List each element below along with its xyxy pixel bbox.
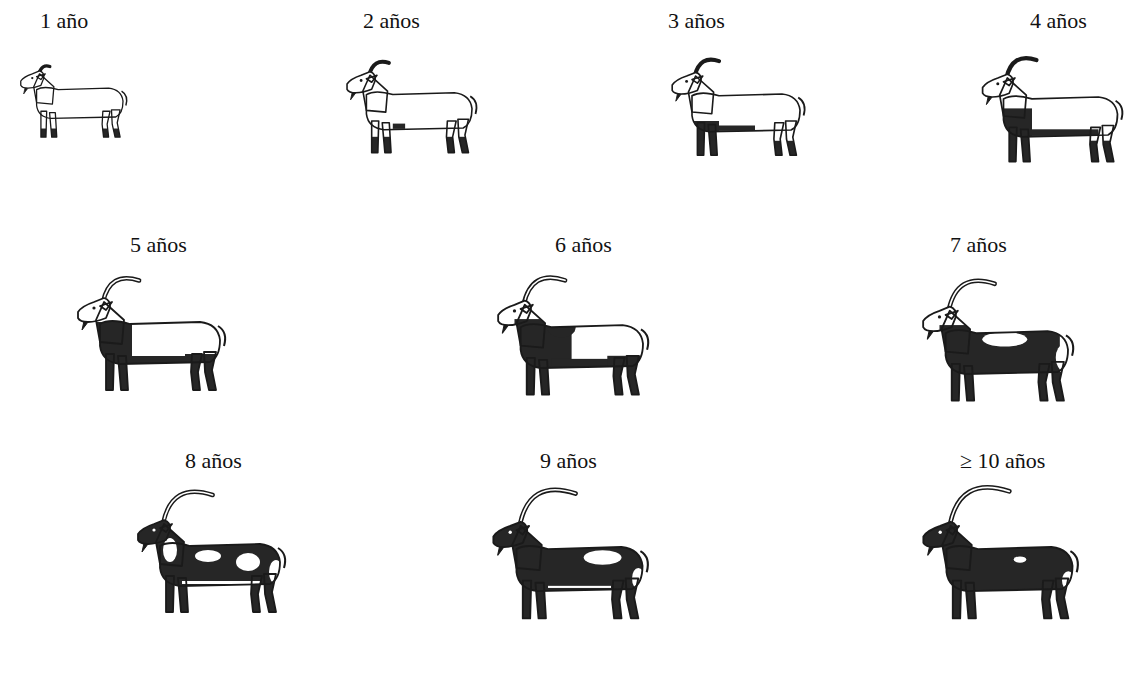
outline [138, 520, 280, 612]
eye [685, 80, 688, 83]
outline [983, 74, 1118, 161]
horn [949, 281, 995, 311]
age-label: 1 año [40, 8, 88, 33]
horn [163, 492, 213, 524]
coat-pattern [70, 322, 230, 402]
eye [31, 77, 33, 79]
age-label: 5 años [130, 232, 187, 257]
eye [938, 315, 941, 318]
ibex-figure [915, 484, 1083, 631]
outline [498, 301, 643, 395]
ibex-figure [915, 281, 1078, 413]
ibex-figure [130, 484, 290, 624]
eye [996, 82, 999, 85]
age-label: 8 años [185, 448, 242, 473]
outline [347, 72, 472, 153]
horn [520, 490, 576, 526]
silhouette [21, 71, 123, 137]
coat-pattern [915, 325, 1078, 413]
ibex-figure [975, 58, 1127, 175]
horn-highlight [524, 278, 565, 305]
eye [939, 531, 942, 534]
coat-pattern [665, 121, 809, 166]
coat-pattern [975, 108, 1127, 175]
age-label: 4 años [1030, 8, 1087, 33]
horn [950, 487, 1010, 526]
silhouette [78, 298, 220, 390]
age-label: 3 años [668, 8, 725, 33]
outline [78, 298, 220, 390]
outline [923, 307, 1068, 401]
eye [152, 528, 155, 531]
eye [92, 306, 95, 309]
eye [509, 531, 512, 534]
ibex-figure [490, 278, 653, 407]
horn-highlight [949, 281, 995, 311]
silhouette [347, 72, 472, 153]
outline [21, 71, 123, 137]
horn [103, 278, 139, 302]
horn-highlight [520, 490, 576, 526]
horn [524, 278, 565, 305]
horn-highlight [103, 278, 139, 302]
horn-highlight [163, 492, 213, 524]
coat-pattern [490, 317, 653, 407]
age-label: 6 años [555, 232, 612, 257]
coat-pattern [485, 484, 653, 631]
silhouette [672, 72, 800, 155]
silhouette [983, 74, 1118, 161]
age-label: 2 años [363, 8, 420, 33]
ibex-figure [485, 484, 653, 631]
age-label: 9 años [540, 448, 597, 473]
coat-pattern [130, 484, 290, 624]
ibex-figure [15, 66, 130, 146]
outline [493, 522, 642, 619]
eye [513, 309, 516, 312]
outline [672, 72, 800, 155]
horn-highlight [950, 487, 1010, 526]
age-label: 7 años [950, 232, 1007, 257]
coat-pattern [15, 129, 130, 146]
outline [923, 522, 1072, 619]
ibex-figure [340, 62, 481, 164]
ibex-figure [665, 60, 809, 166]
ibex-figure [70, 278, 230, 402]
age-label: ≥ 10 años [960, 448, 1045, 473]
eye [360, 79, 363, 82]
coat-pattern [915, 484, 1083, 631]
